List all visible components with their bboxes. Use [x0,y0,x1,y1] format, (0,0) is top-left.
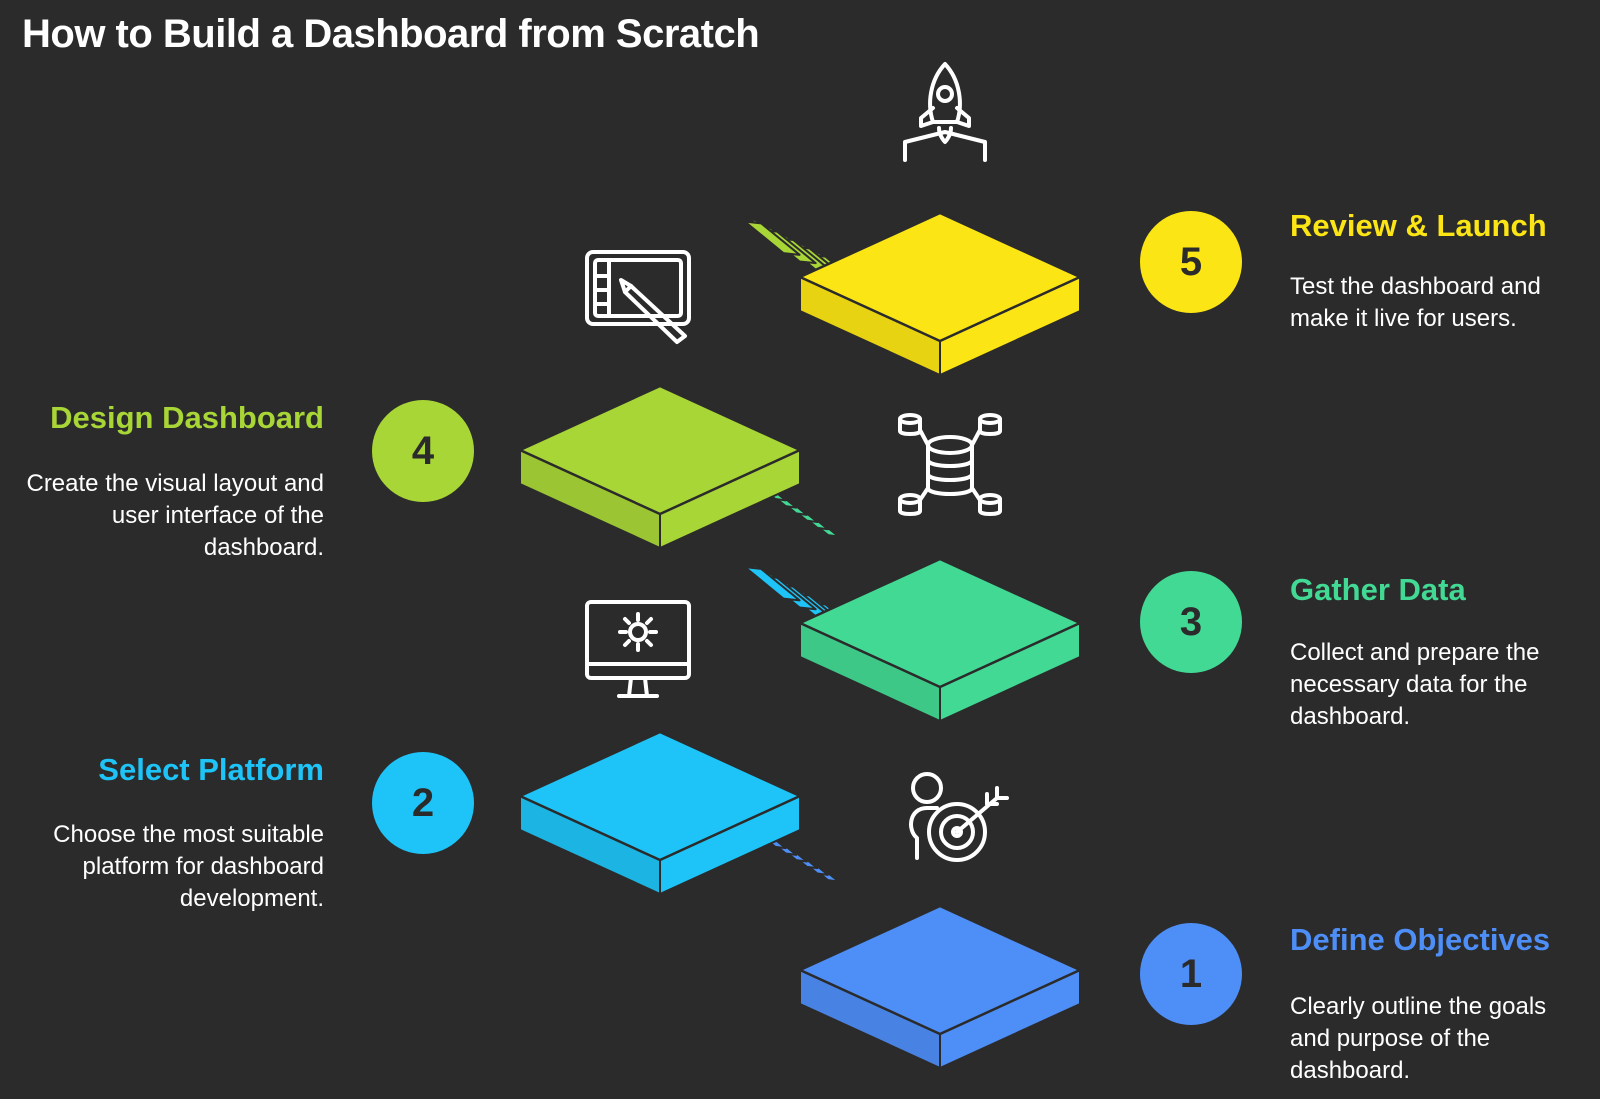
step-2-description: Choose the most suitable platform for da… [53,821,324,912]
step-4-title: Design Dashboard [50,400,324,435]
step-2-title: Select Platform [98,752,324,787]
platform-1 [798,904,1082,1069]
monitor-gear-icon [585,600,691,698]
platform-3 [798,557,1082,722]
page-title: How to Build a Dashboard from Scratch [22,12,760,56]
step-4-number: 4 [372,400,474,502]
step-4-description: Create the visual layout and user interf… [26,470,324,561]
step-5-number: 5 [1140,211,1242,313]
step-3-description: Collect and prepare the necessary data f… [1290,639,1540,730]
step-3-number: 3 [1140,571,1242,673]
tablet-pen-icon [585,250,691,344]
platform-4 [518,384,802,549]
database-network-icon [898,413,1002,516]
step-1-description: Clearly outline the goals and purpose of… [1290,993,1547,1084]
step-5-title: Review & Launch [1290,208,1547,243]
person-target-icon [909,772,1009,862]
step-1-number: 1 [1140,923,1242,1025]
rocket-launch-icon [903,62,987,162]
platform-2 [518,730,802,895]
step-3-title: Gather Data [1290,572,1466,607]
platform-5 [798,211,1082,376]
step-5-description: Test the dashboard and make it live for … [1290,273,1541,332]
step-2-number: 2 [372,752,474,854]
step-1-title: Define Objectives [1290,922,1551,957]
